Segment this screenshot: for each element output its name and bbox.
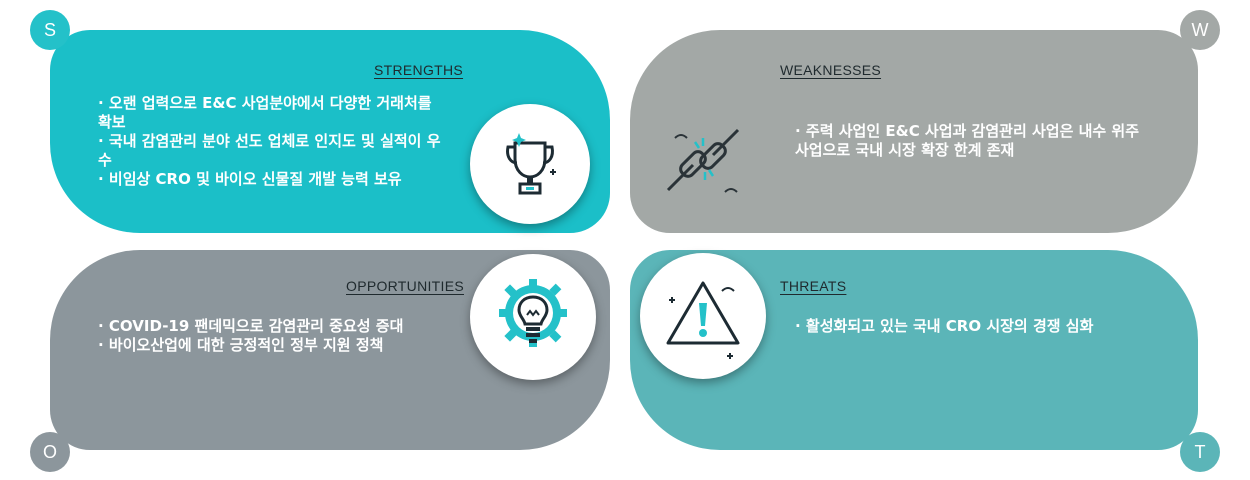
threats-list: · 활성화되고 있는 국내 CRO 시장의 경쟁 심화 xyxy=(795,317,1145,336)
threats-title: THREATS xyxy=(780,278,847,294)
strengths-title: STRENGTHS xyxy=(374,62,464,78)
lightbulb-gear-icon xyxy=(470,254,596,380)
strengths-item: · 오랜 업력으로 E&C 사업분야에서 다양한 거래처를 확보 xyxy=(98,94,432,131)
strengths-item: · 국내 감염관리 분야 선도 업체로 인지도 및 실적이 우수 xyxy=(98,132,441,169)
threats-item: · 활성화되고 있는 국내 CRO 시장의 경쟁 심화 xyxy=(795,317,1094,335)
opportunities-list: · COVID-19 팬데믹으로 감염관리 중요성 증대 · 바이오산업에 대한… xyxy=(98,317,450,355)
opportunities-item: · COVID-19 팬데믹으로 감염관리 중요성 증대 xyxy=(98,317,404,335)
trophy-icon xyxy=(470,104,590,224)
opportunities-badge: O xyxy=(30,432,70,472)
strengths-item: · 비임상 CRO 및 바이오 신물질 개발 능력 보유 xyxy=(98,170,402,188)
threats-badge: T xyxy=(1180,432,1220,472)
weaknesses-badge: W xyxy=(1180,10,1220,50)
strengths-badge: S xyxy=(30,10,70,50)
weaknesses-item: · 주력 사업인 E&C 사업과 감염관리 사업은 내수 위주 사업으로 국내 … xyxy=(795,122,1140,159)
weaknesses-panel: WEAKNESSES · 주력 사업인 E&C 사업과 감염관리 사업은 내수 … xyxy=(630,30,1198,233)
broken-chain-icon xyxy=(640,97,766,223)
opportunities-item: · 바이오산업에 대한 긍정적인 정부 지원 정책 xyxy=(98,336,384,354)
strengths-list: · 오랜 업력으로 E&C 사업분야에서 다양한 거래처를 확보 · 국내 감염… xyxy=(98,94,450,189)
weaknesses-title: WEAKNESSES xyxy=(780,62,882,78)
weaknesses-list: · 주력 사업인 E&C 사업과 감염관리 사업은 내수 위주 사업으로 국내 … xyxy=(795,122,1145,160)
warning-triangle-icon xyxy=(640,253,766,379)
opportunities-title: OPPORTUNITIES xyxy=(346,278,464,294)
